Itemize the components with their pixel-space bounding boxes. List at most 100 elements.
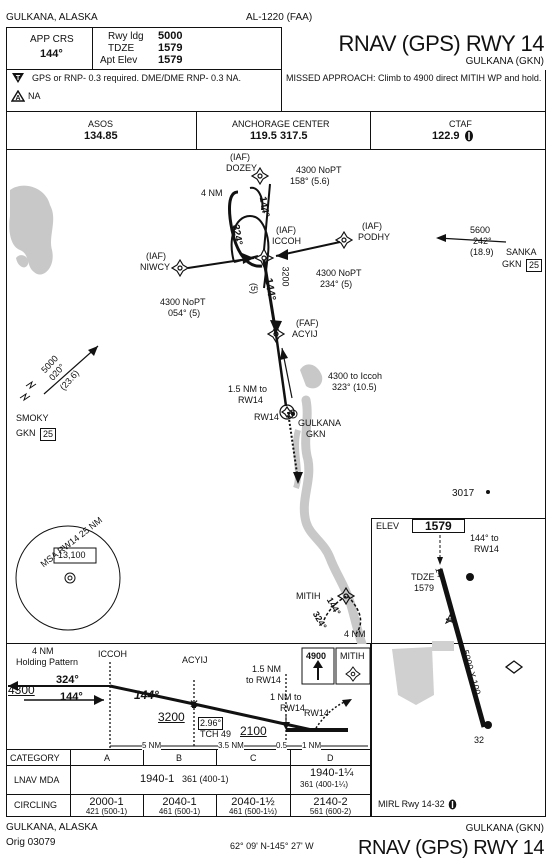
circling-b-sub: 461 (500-1) bbox=[158, 807, 201, 817]
smoky-fix-name: SMOKY bbox=[16, 413, 49, 423]
plan-view-frame bbox=[6, 150, 546, 644]
alternate-minimums-icon: A bbox=[11, 90, 25, 102]
profile-dist-1: 5 NM bbox=[142, 741, 162, 750]
apt-elev-label: Apt Elev bbox=[100, 55, 138, 66]
dozey-leg-alt: 4300 NoPT bbox=[296, 165, 342, 175]
niwcy-leg-crs: 054° (5) bbox=[168, 308, 201, 318]
tdze-label: TDZE bbox=[108, 43, 135, 54]
rw14-dist-name: RW14 bbox=[238, 395, 263, 405]
lnav-d-sub: 361 (400-1¼) bbox=[300, 780, 349, 789]
podhy-fix-name: PODHY bbox=[358, 232, 391, 242]
comm-center-label: ANCHORAGE CENTER bbox=[232, 119, 330, 129]
gulkana-navaid-id: GKN bbox=[306, 429, 326, 439]
nonstandard-takeoff-icon: T bbox=[12, 73, 24, 83]
notes-box bbox=[6, 70, 546, 112]
acyij-fix-name: ACYIJ bbox=[292, 329, 318, 339]
sketch-tdze-label: TDZE bbox=[411, 572, 435, 582]
minimums-table bbox=[6, 750, 371, 817]
rwy-ldg-label: Rwy ldg bbox=[108, 31, 144, 42]
sketch-tdze-value: 1579 bbox=[414, 583, 435, 593]
apt-elev-value: 1579 bbox=[158, 54, 183, 66]
profile-view: ✕ bbox=[8, 647, 371, 748]
rw14-fix-label: RW14 bbox=[254, 412, 279, 422]
category-c: C bbox=[250, 753, 257, 763]
runway-lighting-icon bbox=[448, 799, 457, 810]
profile-box bbox=[6, 644, 371, 750]
gulkana-navaid-name: GULKANA bbox=[298, 418, 342, 428]
lnav-d-minimum: 1940-1¼ bbox=[310, 767, 354, 779]
spot-elevation: 3017 bbox=[452, 488, 475, 499]
profile-acyij: ACYIJ bbox=[182, 655, 208, 665]
dozey-leg-crs: 158° (5.6) bbox=[290, 176, 330, 186]
svg-text:A: A bbox=[15, 95, 20, 102]
smoky-navaid: GKN bbox=[16, 428, 36, 438]
mitih-fix-name: MITIH bbox=[296, 591, 321, 601]
acyij-faf-tag: (FAF) bbox=[296, 318, 319, 328]
comm-ctaf-label: CTAF bbox=[449, 119, 472, 129]
airport-sketch-box bbox=[371, 518, 546, 817]
circling-c-sub: 461 (500-1½) bbox=[228, 807, 278, 817]
footer-orig: Orig 03079 bbox=[6, 837, 56, 848]
circling-a: 2000-1 421 (500-1) bbox=[70, 796, 143, 817]
profile-missed-fix: MITIH bbox=[340, 651, 365, 661]
location-top: GULKANA, ALASKA bbox=[6, 12, 98, 23]
lnav-abc-sub: 361 (400-1) bbox=[182, 774, 229, 784]
footer-location: GULKANA, ALASKA bbox=[6, 822, 98, 833]
category-a: A bbox=[104, 753, 111, 763]
niwcy-leg-alt: 4300 NoPT bbox=[160, 297, 206, 307]
circling-d-top: 2140-2 bbox=[313, 796, 348, 808]
category-d: D bbox=[327, 753, 334, 763]
hold-dist-label: 4 NM bbox=[201, 188, 223, 198]
svg-text:T: T bbox=[16, 75, 21, 82]
circling-label: CIRCLING bbox=[14, 800, 58, 810]
profile-tch: TCH 49 bbox=[200, 729, 232, 739]
circling-a-top: 2000-1 bbox=[89, 796, 124, 808]
sanka-fix-name: SANKA bbox=[506, 247, 537, 257]
profile-missed-alt: 4900 bbox=[306, 651, 327, 661]
airport-name: GULKANA (GKN) bbox=[465, 56, 544, 67]
profile-map-note1: 1 NM to bbox=[270, 692, 302, 702]
circling-a-sub: 421 (500-1) bbox=[85, 807, 128, 817]
sanka-navaid: GKN bbox=[502, 259, 522, 269]
airport-elev-value: 1579 bbox=[412, 519, 465, 533]
dozey-fix-name: DOZEY bbox=[226, 163, 258, 173]
sanka-leg-dist: (18.9) bbox=[470, 247, 494, 257]
tdze-value: 1579 bbox=[158, 42, 183, 54]
svg-text:✕: ✕ bbox=[189, 697, 199, 711]
niwcy-iaf-tag: (IAF) bbox=[146, 251, 166, 261]
smoky-channel: 25 bbox=[40, 428, 57, 441]
gps-note: GPS or RNP- 0.3 required. DME/DME RNP- 0… bbox=[32, 73, 242, 83]
comm-center-freq: 119.5 317.5 bbox=[250, 130, 308, 142]
footer-title: RNAV (GPS) RWY 14 bbox=[358, 837, 545, 859]
footer-coords: 62° 09' N-145° 27' W bbox=[230, 841, 314, 851]
missed-approach-text: MISSED APPROACH: Climb to 4900 direct MI… bbox=[286, 73, 542, 83]
circling-c: 2040-1½ 461 (500-1½) bbox=[216, 796, 290, 817]
msa-altitude: 13,100 bbox=[58, 550, 86, 560]
alternate-na-note: NA bbox=[28, 91, 41, 101]
profile-map-label: RW14 bbox=[304, 708, 329, 718]
profile-dist-2: 3.5 NM bbox=[218, 741, 244, 750]
footer-airport: GULKANA (GKN) bbox=[465, 823, 544, 834]
iccoh-fix-name: ICCOH bbox=[272, 236, 301, 246]
profile-hold-alt: 4300 bbox=[8, 683, 35, 697]
final-dist-label: (5) bbox=[249, 283, 259, 294]
profile-dist-4: 1 NM bbox=[302, 741, 322, 750]
profile-hold-label: Holding Pattern bbox=[16, 657, 79, 667]
niwcy-fix-name: NIWCY bbox=[140, 262, 170, 272]
profile-hold-outbound: 324° bbox=[56, 674, 79, 686]
comm-ctaf-freq: 122.9 bbox=[432, 130, 460, 142]
rw14-dist-label: 1.5 NM to bbox=[228, 384, 268, 394]
category-label: CATEGORY bbox=[10, 753, 60, 763]
category-b: B bbox=[176, 753, 183, 763]
profile-segment-crs: 144° bbox=[134, 688, 159, 702]
runway-lighting: MIRL Rwy 14-32 bbox=[378, 799, 445, 809]
mitih-hold-dist: 4 NM bbox=[344, 629, 366, 639]
profile-rw14-note2: to RW14 bbox=[246, 675, 281, 685]
profile-hold-dist: 4 NM bbox=[32, 646, 54, 656]
profile-mda-alt: 2100 bbox=[240, 724, 267, 738]
sanka-leg-alt: 5600 bbox=[470, 225, 491, 235]
return-leg-crs: 323° (10.5) bbox=[332, 382, 377, 392]
dozey-iaf-tag: (IAF) bbox=[230, 152, 250, 162]
sketch-crs-note2: RW14 bbox=[474, 544, 499, 554]
profile-gp-angle: 2.96° bbox=[198, 717, 224, 730]
